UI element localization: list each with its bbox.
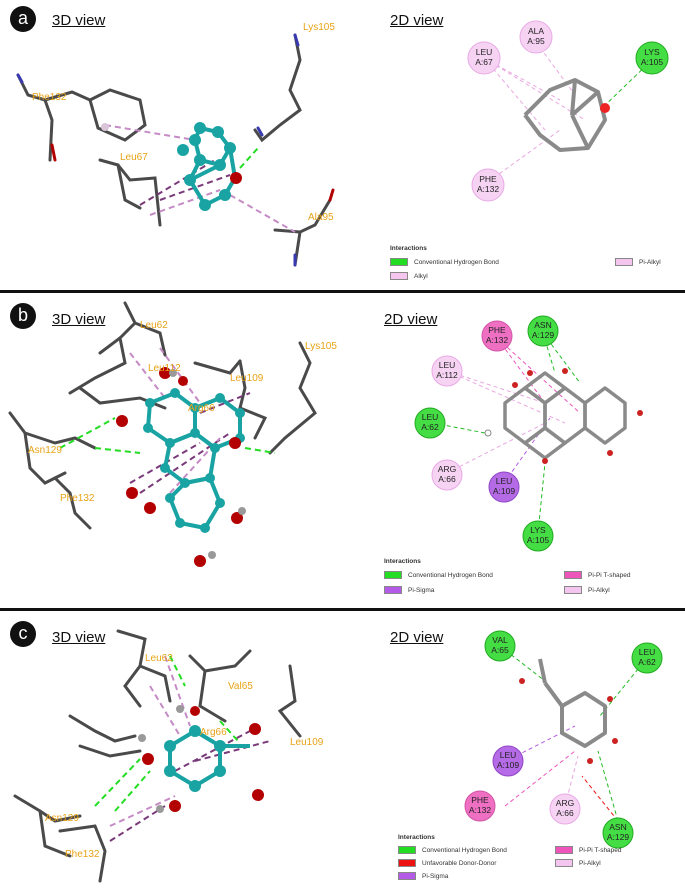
interaction-lines-2d-b (432, 332, 581, 534)
legend-swatch (398, 846, 416, 854)
legend-item: Conventional Hydrogen Bond (398, 846, 507, 854)
panel-letter-b: b (10, 303, 36, 329)
view-title-3d-a: 3D view (52, 12, 106, 29)
view-title-2d-a: 2D view (390, 12, 444, 29)
interaction-lines-2d-c (499, 645, 648, 822)
ligand-2d-a (523, 78, 607, 152)
legend-swatch (398, 872, 416, 880)
res-label-3d: Ala95 (308, 212, 334, 223)
res-label-3d: Leu67 (120, 152, 148, 163)
res-label-3d: Val65 (228, 681, 253, 692)
res-label-3d: Lys105 (303, 22, 335, 33)
legend-item: Pi-Alkyl (555, 859, 601, 867)
interaction-lines-2d-a (483, 41, 653, 183)
legend-swatch (390, 258, 408, 266)
legend-item: Alkyl (390, 272, 428, 280)
legend-swatch (555, 846, 573, 854)
legend-item: Pi-Pi T-shaped (555, 846, 622, 854)
separator (0, 608, 685, 611)
ligand-2d-b (503, 371, 627, 460)
legend-item: Conventional Hydrogen Bond (384, 571, 493, 579)
stick-hetero-a (16, 33, 335, 267)
legend-item: Unfavorable Donor-Donor (398, 859, 496, 867)
protein-sticks-c (13, 629, 302, 883)
separator (0, 290, 685, 293)
protein-sticks-b (8, 301, 317, 530)
res-label-3d: Arg66 (188, 403, 215, 414)
panel-letter-a: a (10, 6, 36, 32)
res-label-3d: Asn129 (28, 445, 62, 456)
legend-swatch (390, 272, 408, 280)
legend-swatch (564, 586, 582, 594)
legend-item: Pi-Sigma (384, 586, 434, 594)
legend-swatch (384, 571, 402, 579)
res-label-3d: Phe132 (65, 849, 100, 860)
legend-a: Interactions Conventional Hydrogen Bond … (390, 245, 680, 285)
legend-item: Conventional Hydrogen Bond (390, 258, 499, 266)
legend-swatch (615, 258, 633, 266)
ligand-atoms-b (143, 388, 245, 533)
oxygen-atoms-c (142, 706, 264, 812)
res-label-3d: Lys105 (305, 341, 337, 352)
res-label-3d: Leu109 (230, 373, 264, 384)
ligand-atoms-c (164, 725, 226, 792)
legend-swatch (555, 859, 573, 867)
oxygen-atoms-b (116, 367, 243, 567)
legend-title: Interactions (390, 245, 427, 252)
view-title-3d-b: 3D view (52, 311, 106, 328)
panel-a-scene: Lys105 Phe132 Leu67 Ala95 (16, 22, 653, 267)
panel-b: b 3D view 2D view (0, 293, 685, 608)
legend-swatch (398, 859, 416, 867)
res-label-3d: Leu109 (290, 737, 324, 748)
legend-c: Interactions Conventional Hydrogen Bond … (398, 834, 678, 892)
view-title-2d-c: 2D view (390, 629, 444, 646)
ligand-2d-c (538, 658, 607, 748)
legend-item: Pi-Pi T-shaped (564, 571, 631, 579)
res-label-3d: Asn129 (45, 813, 79, 824)
ligand-atoms-a (177, 122, 242, 211)
res-label-3d: Leu62 (140, 320, 168, 331)
legend-b: Interactions Conventional Hydrogen Bond … (384, 558, 679, 603)
protein-sticks-a (16, 33, 332, 267)
res-label-3d: Leu112 (148, 363, 181, 374)
panel-a: a 3D view 2D view (0, 0, 685, 290)
res-label-3d: Leu62 (145, 653, 173, 664)
view-title-3d-c: 3D view (52, 629, 106, 646)
res-label-3d: Phe132 (60, 493, 95, 504)
panel-letter-c: c (10, 621, 36, 647)
panel-c: c 3D view 2D view (0, 611, 685, 895)
legend-item: Pi-Sigma (398, 872, 448, 880)
legend-swatch (564, 571, 582, 579)
legend-title: Interactions (398, 834, 435, 841)
legend-swatch (384, 586, 402, 594)
ligand-c (168, 728, 250, 789)
res-label-3d: Phe132 (32, 92, 67, 103)
view-title-2d-b: 2D view (384, 311, 438, 328)
interaction-lines-3d-a (104, 124, 296, 233)
legend-title: Interactions (384, 558, 421, 565)
interaction-lines-3d-c (94, 655, 271, 842)
res-label-3d: Arg66 (200, 727, 227, 738)
legend-item: Pi-Alkyl (615, 258, 661, 266)
legend-item: Pi-Alkyl (564, 586, 610, 594)
panel-b-scene: Leu62 Leu112 Lys105 Leu109 Arg66 Asn129 … (8, 301, 643, 567)
